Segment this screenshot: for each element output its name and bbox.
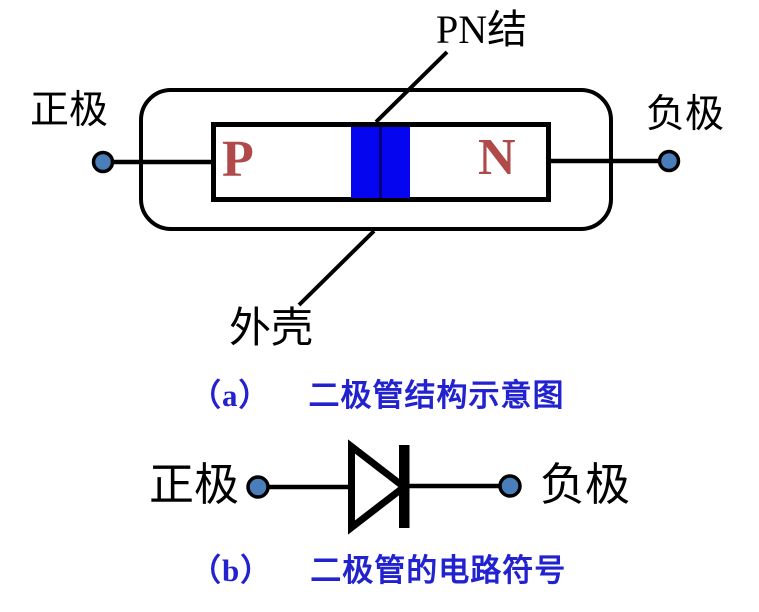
anode-label-symbol: 正极 [149,460,240,510]
cathode-label-symbol: 负极 [540,460,631,510]
caption-b-text: 二极管的电路符号 [310,553,567,588]
diode-symbol-triangle [348,439,410,535]
anode-terminal-dot [91,150,115,174]
n-region-label: N [478,129,516,186]
anode-label-structure: 正极 [30,89,109,132]
p-region-label: P [222,131,254,188]
pn-junction-label: PN结 [436,7,528,52]
diode-symbol-cathode-bar [399,445,410,528]
caption-b-index: （b） [190,553,273,588]
symbol-cathode-terminal-dot [498,474,522,498]
caption-a: （a） 二极管结构示意图 [190,370,565,415]
symbol-anode-terminal-dot [246,475,270,499]
diode-shell-outline [139,88,613,231]
caption-a-text: 二极管结构示意图 [308,378,565,413]
caption-b: （b） 二极管的电路符号 [190,545,566,590]
caption-a-index: （a） [190,378,271,413]
cathode-label-structure: 负极 [646,93,725,136]
shell-label: 外壳 [229,306,314,352]
cathode-terminal-dot [657,149,681,173]
shell-pointer-line [297,229,376,307]
pn-junction-pointer-line [374,50,449,124]
